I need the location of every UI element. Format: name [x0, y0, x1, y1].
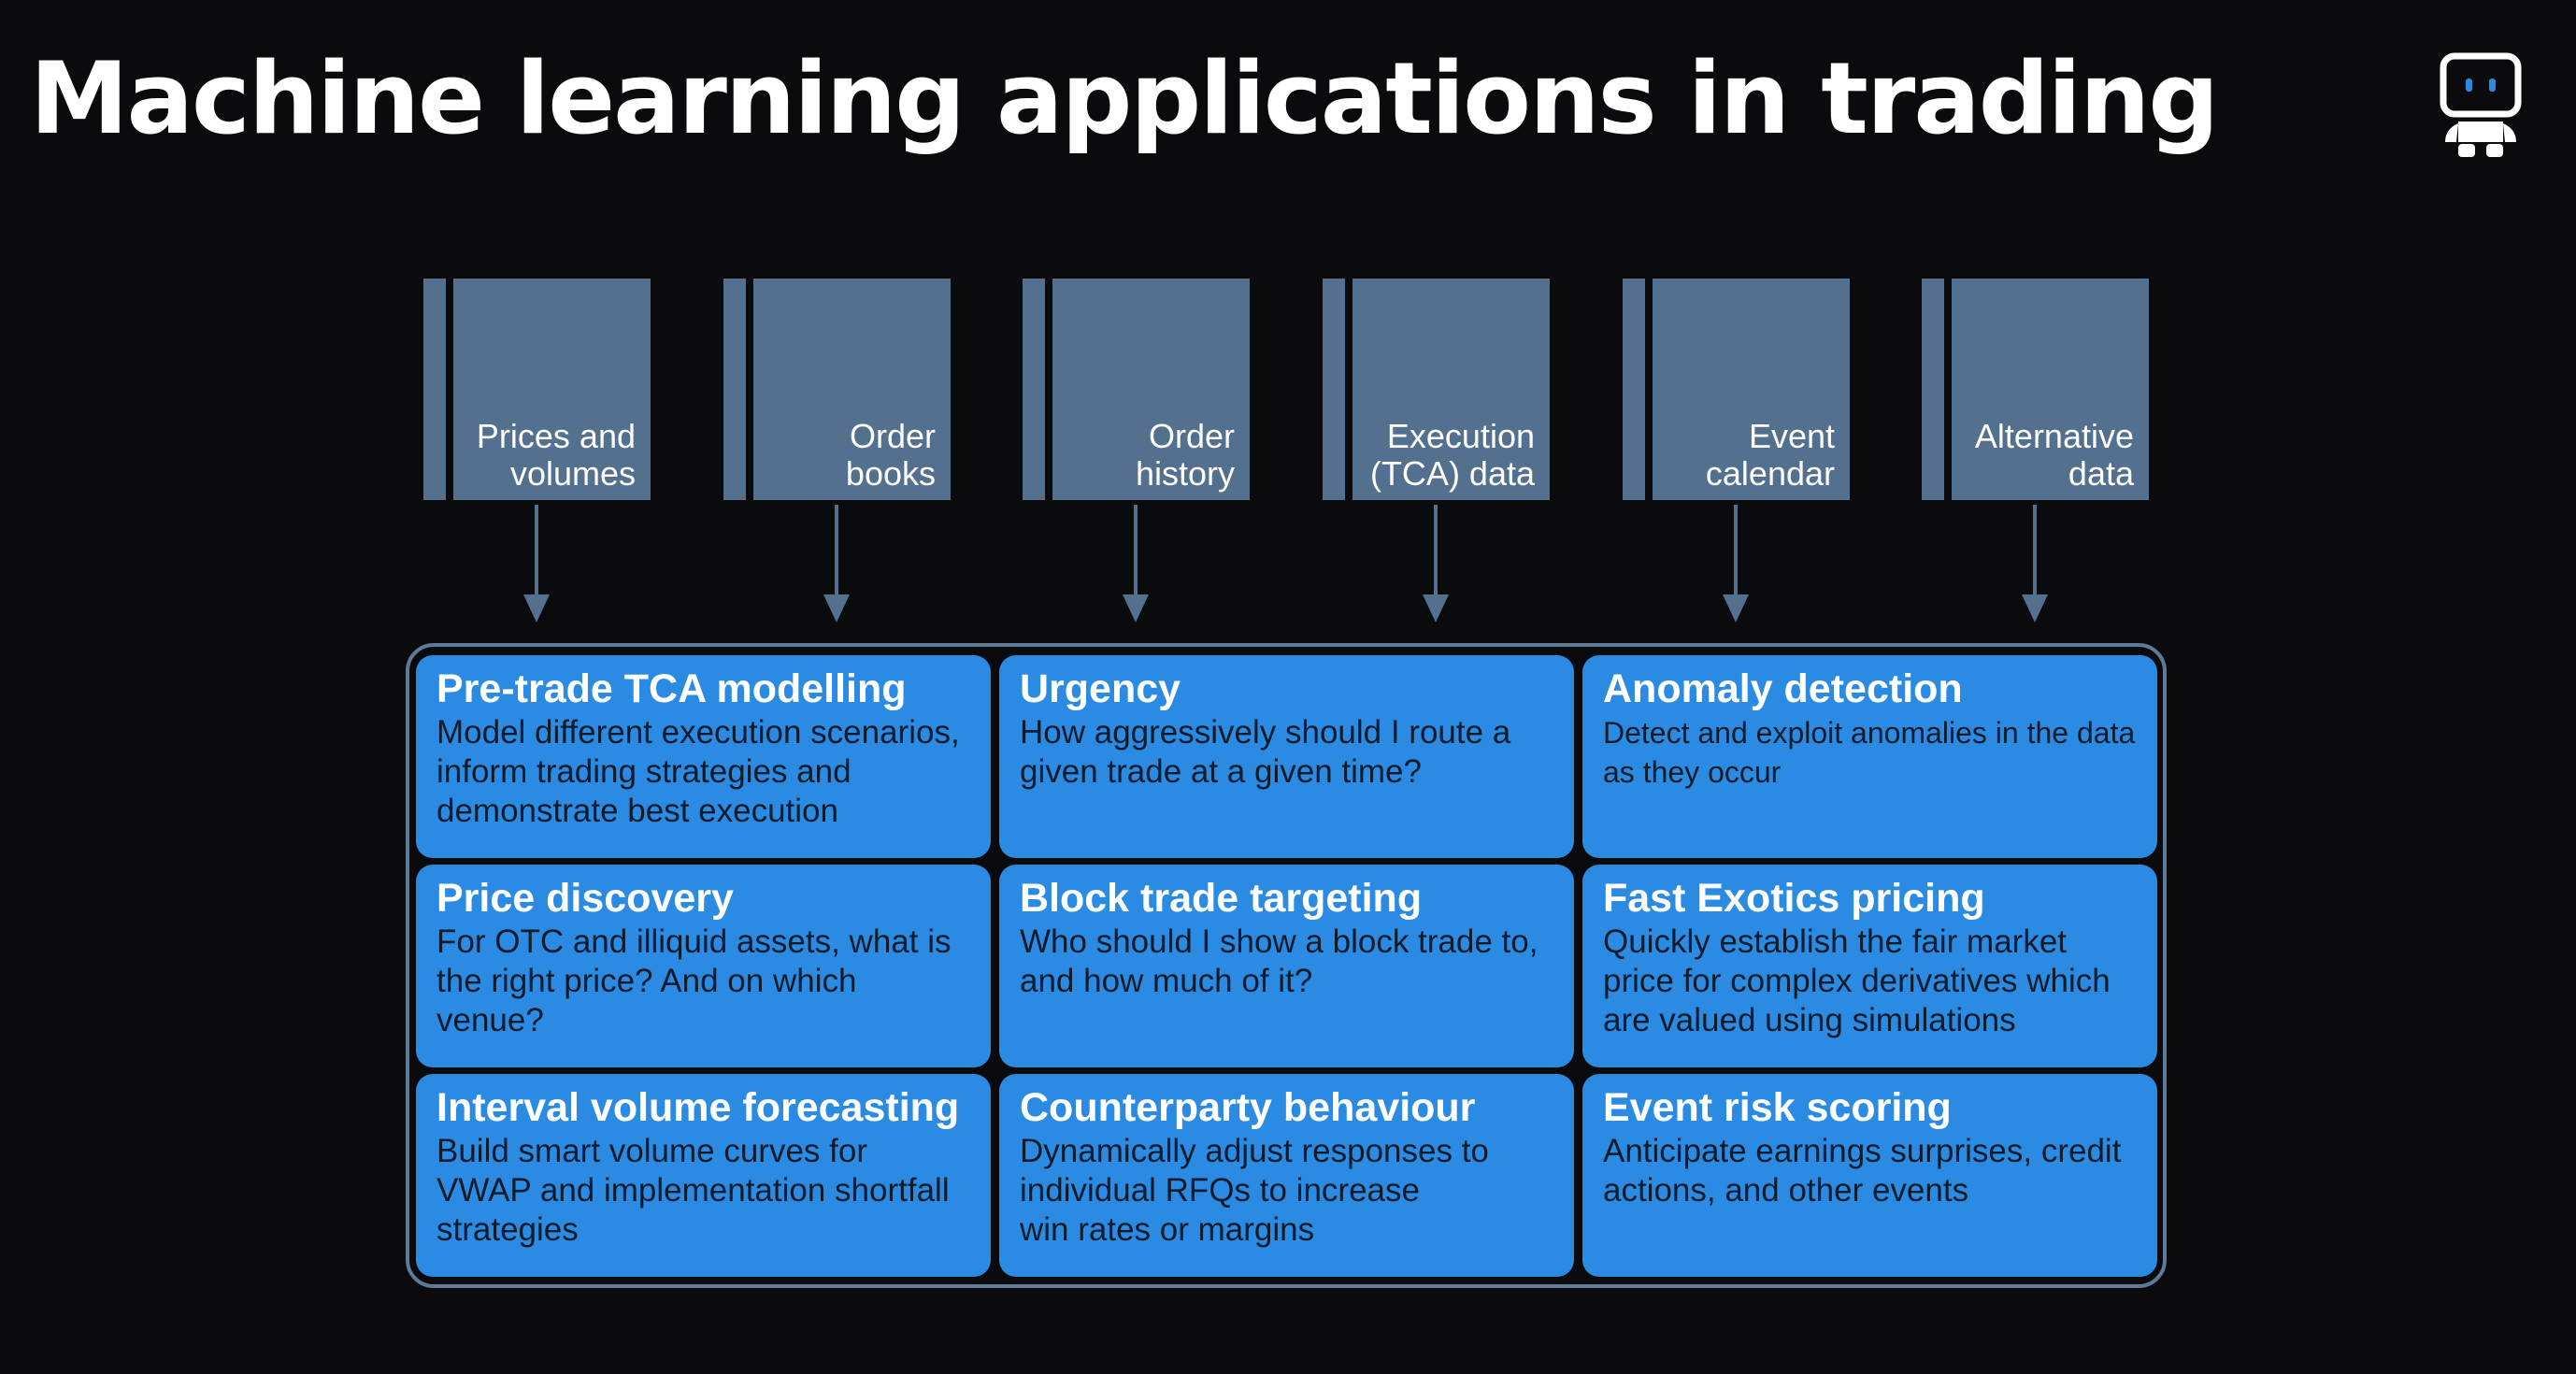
- arrow-down-icon: [2022, 505, 2048, 623]
- robot-icon: [2440, 52, 2522, 157]
- card-pre-trade-tca-modelling: Pre-trade TCA modelling Model different …: [416, 655, 991, 858]
- card-event-risk-scoring: Event risk scoring Anticipate earnings s…: [1582, 1074, 2157, 1277]
- card-fast-exotics-pricing: Fast Exotics pricing Quickly establish t…: [1582, 865, 2157, 1067]
- card-urgency: Urgency How aggressively should I route …: [999, 655, 1574, 858]
- source-label: Execution(TCA) data: [1369, 417, 1535, 493]
- arrow-down-icon: [823, 505, 850, 623]
- card-title: Pre-trade TCA modelling: [436, 666, 907, 711]
- card-description: Anticipate earnings surprises, credit ac…: [1603, 1133, 2122, 1209]
- source-execution-tca-data: Execution(TCA) data: [1323, 279, 1550, 500]
- arrow-down-icon: [523, 505, 550, 623]
- arrow-down-icon: [1423, 505, 1449, 623]
- card-title: Fast Exotics pricing: [1603, 876, 1985, 921]
- card-counterparty-behaviour: Counterparty behaviour Dynamically adjus…: [999, 1074, 1574, 1277]
- card-anomaly-detection: Anomaly detection Detect and exploit ano…: [1582, 655, 2157, 858]
- card-description: How aggressively should I route a given …: [1020, 714, 1511, 790]
- card-title: Interval volume forecasting: [436, 1085, 960, 1130]
- page-title: Machine learning applications in trading: [30, 41, 2219, 156]
- applications-frame: [406, 643, 2167, 1288]
- card-description: Model different execution scenarios, inf…: [436, 714, 960, 829]
- card-description: Quickly establish the fair market price …: [1603, 923, 2111, 1038]
- card-description: Who should I show a block trade to, and …: [1020, 923, 1538, 999]
- card-title: Anomaly detection: [1603, 666, 1963, 711]
- card-title: Urgency: [1020, 666, 1181, 711]
- card-title: Block trade targeting: [1020, 876, 1423, 921]
- card-price-discovery: Price discovery For OTC and illiquid ass…: [416, 865, 991, 1067]
- arrow-down-icon: [1723, 505, 1749, 623]
- card-description: Dynamically adjust responses to individu…: [1020, 1133, 1489, 1248]
- card-description: Build smart volume curves for VWAP and i…: [436, 1133, 950, 1248]
- card-title: Counterparty behaviour: [1020, 1085, 1476, 1130]
- card-description: Detect and exploit anomalies in the data…: [1603, 716, 2136, 789]
- card-title: Event risk scoring: [1603, 1085, 1952, 1130]
- card-interval-volume-forecasting: Interval volume forecasting Build smart …: [416, 1074, 991, 1277]
- arrow-down-icon: [1123, 505, 1149, 623]
- card-block-trade-targeting: Block trade targeting Who should I show …: [999, 865, 1574, 1067]
- card-title: Price discovery: [436, 876, 734, 921]
- card-description: For OTC and illiquid assets, what is the…: [436, 923, 952, 1038]
